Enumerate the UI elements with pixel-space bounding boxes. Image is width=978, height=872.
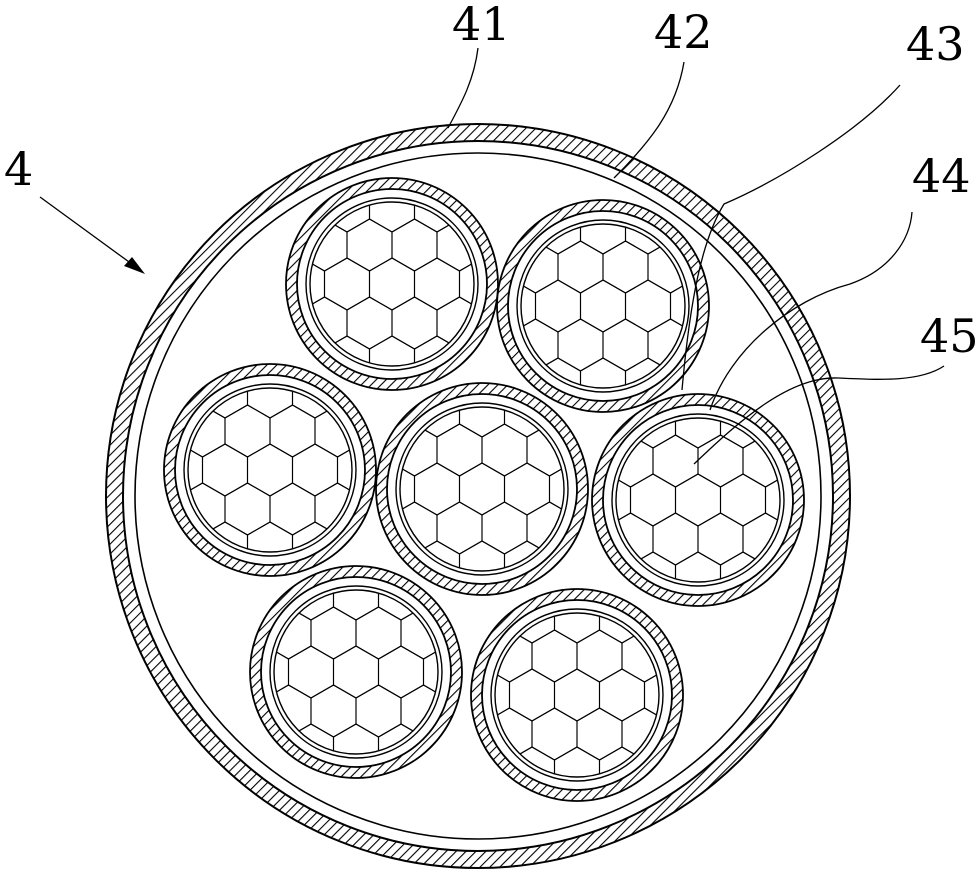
conductor-sleeve	[395, 402, 569, 576]
reference-labels: 4 41 42 43 44 45	[4, 0, 978, 363]
conductor-sleeve	[305, 197, 479, 371]
arrow-head-4	[124, 257, 145, 274]
label-42: 42	[654, 5, 713, 59]
label-41: 41	[452, 0, 511, 51]
conductor-sleeve	[490, 608, 664, 782]
conductor	[375, 382, 589, 596]
leader-line-44	[709, 211, 913, 411]
label-45: 45	[920, 309, 978, 363]
leader-line-42	[613, 61, 685, 179]
label-44: 44	[912, 149, 971, 203]
leader-lines	[39, 47, 945, 465]
conductor	[163, 363, 377, 577]
conductor-sleeve	[183, 383, 357, 557]
conductor-sleeve	[269, 585, 443, 759]
conductor	[249, 565, 463, 779]
leader-line-43	[681, 84, 901, 391]
leader-line-41	[447, 47, 479, 129]
conductor-sleeve	[611, 413, 785, 587]
conductor	[496, 199, 710, 413]
leader-line-4	[39, 196, 141, 271]
conductor	[470, 588, 684, 802]
label-43: 43	[906, 17, 965, 71]
conductor-sleeve	[516, 219, 690, 393]
stranded-core	[274, 590, 438, 754]
leader-line-45	[693, 365, 945, 465]
conductor	[285, 177, 499, 391]
conductor-group	[163, 177, 805, 802]
conductor	[591, 393, 805, 607]
label-4: 4	[4, 142, 33, 196]
